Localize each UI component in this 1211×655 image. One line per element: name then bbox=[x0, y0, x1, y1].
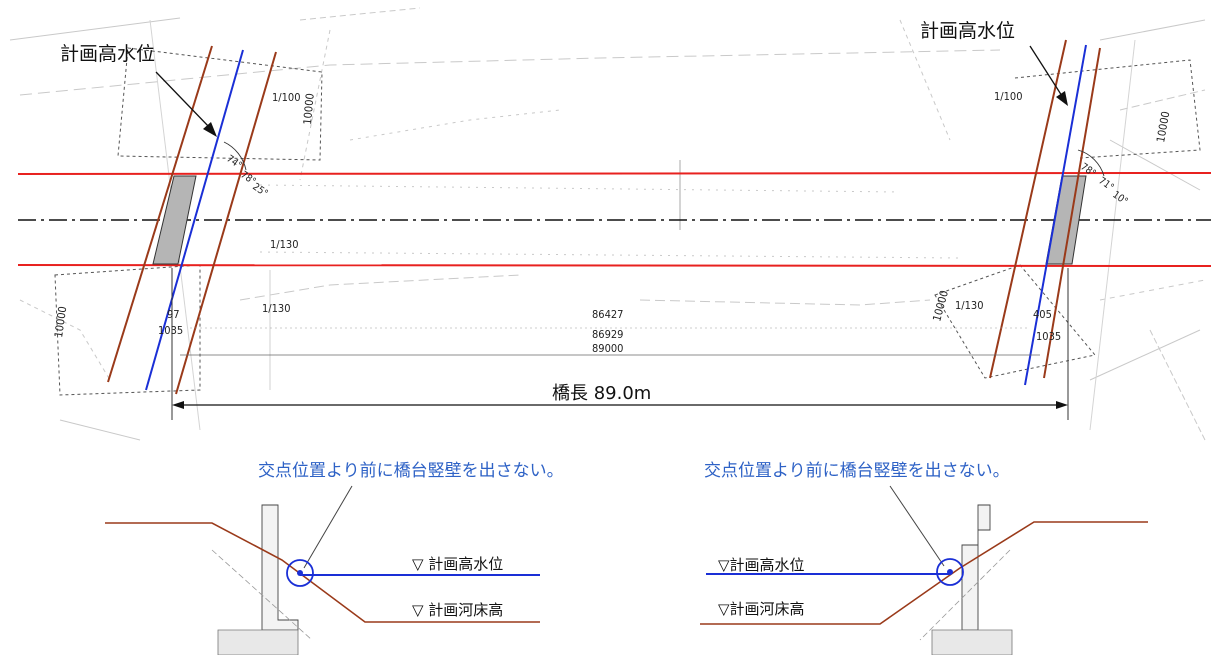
note-right: 交点位置より前に橋台竪壁を出さない。 bbox=[704, 461, 1010, 481]
survey-line bbox=[19, 299, 111, 381]
arrow-head-icon bbox=[1056, 91, 1068, 106]
survey-line bbox=[19, 49, 1001, 96]
survey-line bbox=[1089, 39, 1136, 431]
intersection-marker-left bbox=[286, 559, 314, 587]
right-riverbank-line-1 bbox=[989, 39, 1067, 379]
section-hwl-label-left: ▽ 計画高水位 bbox=[412, 555, 503, 573]
left-abutment bbox=[152, 175, 197, 265]
arrow-right-icon bbox=[1056, 401, 1068, 409]
slope-guide-left bbox=[211, 549, 313, 641]
extent-box-bottom-left bbox=[54, 264, 201, 396]
angle-10-label: 10° bbox=[1110, 189, 1129, 207]
section-bed-label-left: ▽ 計画河床高 bbox=[412, 601, 503, 619]
slope-label-top-right: 1/100 bbox=[994, 90, 1023, 103]
survey-line bbox=[239, 274, 521, 301]
slope-label-lower-left: 1/130 bbox=[262, 302, 291, 315]
footing-right bbox=[931, 629, 1013, 655]
note-left: 交点位置より前に橋台竪壁を出さない。 bbox=[258, 461, 564, 481]
dim-10000-bottom-left: 10000 bbox=[52, 305, 69, 338]
footing-left bbox=[217, 629, 299, 655]
leader-arrow-right bbox=[1029, 45, 1068, 106]
survey-line bbox=[1119, 89, 1206, 111]
extent-box-top-left bbox=[117, 47, 323, 161]
cross-section-left: ▽ 計画高水位 ▽ 計画河床高 bbox=[105, 485, 540, 655]
left-hwl-line bbox=[145, 49, 244, 391]
section-hwl-label-right: ▽計画高水位 bbox=[718, 556, 805, 574]
plan-extent-boxes bbox=[54, 47, 1201, 396]
angle-71-label: 71° bbox=[1096, 175, 1115, 193]
riverbed-line-right bbox=[700, 521, 1148, 625]
slope-guide-right bbox=[919, 549, 1011, 641]
note-leader-left bbox=[303, 485, 353, 569]
left-riverbank-line-2 bbox=[175, 51, 277, 395]
dim-89000-label: 89000 bbox=[592, 342, 623, 355]
survey-line bbox=[9, 17, 181, 41]
extent-box-top-right bbox=[1014, 59, 1201, 159]
intersection-marker-right bbox=[936, 558, 964, 586]
survey-line bbox=[899, 19, 951, 141]
survey-line bbox=[259, 184, 901, 193]
bridge-length-label: 橋長 89.0m bbox=[552, 383, 651, 404]
dim-10000-top-left: 10000 bbox=[301, 93, 317, 125]
survey-line bbox=[1089, 329, 1201, 381]
riverbed-line-left bbox=[105, 522, 540, 623]
intersection-dot-left bbox=[297, 570, 303, 576]
arrow-left-icon bbox=[172, 401, 184, 409]
survey-line bbox=[1109, 139, 1201, 191]
right-riverbank-line-2 bbox=[1043, 47, 1101, 379]
plan-hwl-label-right: 計画高水位 bbox=[920, 20, 1015, 42]
abutment-section-right bbox=[961, 504, 991, 631]
arrow-head-icon bbox=[203, 122, 217, 137]
dim-97-label: 97 bbox=[167, 308, 180, 321]
road-edge-top-line bbox=[17, 172, 1211, 175]
angle-arc-right bbox=[1077, 149, 1105, 177]
dim-405-label: 405 bbox=[1033, 308, 1052, 321]
survey-line bbox=[259, 251, 961, 259]
dim-86929-label: 86929 bbox=[592, 328, 623, 341]
leader-arrow-left bbox=[155, 71, 217, 137]
road-edge-bottom-line bbox=[17, 264, 1211, 267]
survey-line bbox=[1099, 19, 1206, 41]
cross-section-right: ▽計画高水位 ▽計画河床高 bbox=[700, 485, 1148, 655]
dim-10000-top-right: 10000 bbox=[1154, 110, 1172, 143]
survey-line bbox=[59, 419, 141, 441]
survey-line bbox=[299, 7, 421, 21]
dim-86427-label: 86427 bbox=[592, 308, 623, 321]
dim-1035-left-label: 1035 bbox=[158, 324, 183, 337]
left-riverbank-line-1 bbox=[107, 45, 213, 383]
survey-line bbox=[349, 109, 561, 141]
survey-line bbox=[1149, 329, 1206, 441]
plan-hwl-label-left: 計画高水位 bbox=[60, 43, 155, 65]
survey-line bbox=[639, 299, 931, 306]
slope-label-top-left: 1/100 bbox=[272, 91, 301, 104]
section-bed-label-right: ▽計画河床高 bbox=[718, 600, 805, 618]
dim-10000-bottom-right: 10000 bbox=[930, 289, 951, 323]
survey-line bbox=[1099, 279, 1206, 301]
note-leader-right bbox=[889, 485, 945, 567]
intersection-dot-right bbox=[947, 569, 953, 575]
survey-line bbox=[299, 29, 331, 181]
angle-arc-left bbox=[223, 141, 247, 171]
slope-label-center: 1/130 bbox=[270, 238, 299, 251]
bridge-length-dimension bbox=[172, 401, 1068, 409]
dim-1035-right-label: 1035 bbox=[1036, 330, 1061, 343]
slope-label-lower-right: 1/130 bbox=[955, 299, 984, 312]
right-hwl-line bbox=[1024, 44, 1087, 386]
extent-box-bottom-right bbox=[934, 264, 1096, 379]
